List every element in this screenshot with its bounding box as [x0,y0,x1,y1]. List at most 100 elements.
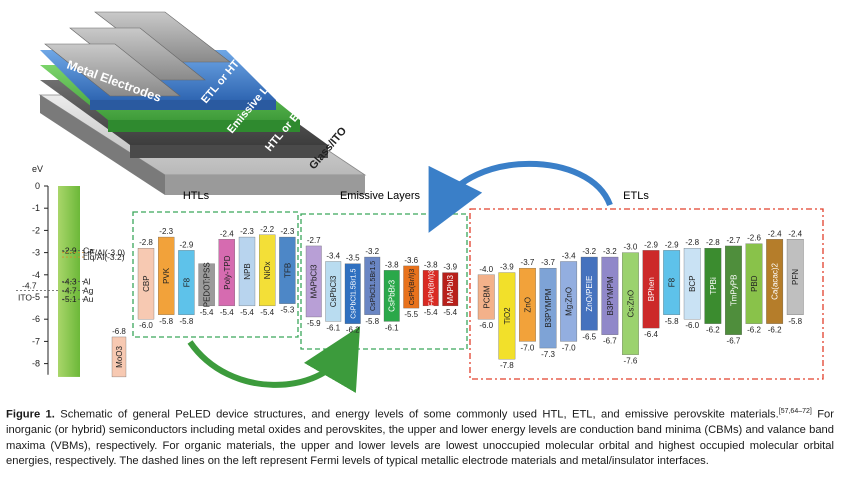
bar-upper-label: -3.2 [582,247,596,256]
energy-bar-etl [498,272,516,360]
energy-bar-emissive [344,263,361,324]
bar-lower-label: -7.6 [624,357,638,366]
bar-upper-label: -3.2 [603,247,617,256]
energy-bar-htl [158,236,175,315]
bar-material-label: CsPbCl3 [329,275,338,307]
bar-lower-label: -7.3 [541,350,555,359]
bar-material-label: CsPb(Br/I)3 [409,269,416,306]
metal-value-label: -2.9 [62,245,77,255]
bar-upper-label: -2.3 [240,227,254,236]
bar-upper-label: -3.6 [404,256,418,265]
energy-bar-emissive [442,272,459,307]
caption-refs: [57,64–72] [778,408,812,415]
bar-upper-label: -2.2 [260,225,274,234]
bar-material-label: MAPbCl3 [310,264,319,298]
energy-bar-htl [178,250,195,315]
metal-value-label: -4.7 [62,285,77,295]
bar-lower-label: -5.3 [281,306,295,315]
htl-group-title: HTLs [183,190,210,202]
arrow-htl-to-emissive [187,326,361,394]
axis-tick-label: -7 [32,336,40,346]
energy-bars: -6.8MoO3-2.8-6.0CBP-2.3-5.8PVK-2.9-5.8F8… [111,225,804,378]
bar-lower-label: -6.2 [706,326,720,335]
bar-upper-label: -2.8 [139,238,153,247]
axis-unit-label: eV [32,164,43,174]
metal-name-label: Ca [83,245,94,255]
bar-material-label: CsPbCl1.5Br1.5 [370,261,377,311]
energy-bar-etl [560,261,578,342]
caption-title: Schematic of general PeLED device struct… [60,408,779,421]
bar-upper-label: -3.7 [521,258,535,267]
caption-body: For inorganic (or hybrid) semiconductors… [6,408,834,467]
bar-material-label: Cs:ZnO [626,290,635,318]
bar-material-label: TFB [283,263,292,278]
bar-material-label: PBD [750,275,759,292]
bar-upper-label: -2.9 [644,240,658,249]
bar-upper-label: -3.8 [385,260,399,269]
bar-lower-label: -6.0 [685,321,699,330]
bar-lower-label: -6.0 [139,321,153,330]
bar-material-label: FAPb(Br/I)3 [429,270,436,307]
energy-bar-emissive [364,256,381,315]
bar-material-label: F8 [668,277,677,287]
ito-value-label: -4.7 [22,280,37,290]
figure-caption-box: Figure 1. Schematic of general PeLED dev… [0,400,842,487]
bar-material-label: CsPbBr3 [388,279,397,312]
energy-bar-etl [519,267,536,342]
axis-tick-label: -3 [32,248,40,258]
bar-lower-label: -6.1 [326,323,340,332]
bar-lower-label: -5.4 [200,308,214,317]
energy-bar-etl [683,248,701,320]
metal-name-label: LiF/Al(-3.0) [83,248,125,258]
bar-upper-label: -2.7 [307,236,321,245]
bar-upper-label: -2.8 [685,238,699,247]
bar-upper-label: -3.5 [346,254,360,263]
bar-lower-label: -5.8 [788,317,802,326]
layer-metal-electrode-3 [44,43,181,97]
bar-lower-label: -6.4 [644,330,658,339]
bar-upper-label: -3.4 [326,251,340,260]
bar-lower-label: -7.0 [562,343,576,352]
ito-column [58,186,80,377]
bar-upper-label: -3.9 [500,263,514,272]
energy-bar-etl [663,250,681,315]
htl-group-box [132,211,299,338]
energy-level-figure: Metal Electrodes ETL or HTL Emissive Lay… [16,11,824,394]
bar-material-label: MAPbI3 [446,274,455,303]
metal-name-label: Ag [83,285,94,295]
axis-tick-label: -1 [32,203,40,213]
energy-bar-etl [477,274,495,320]
bar-material-label: CsPbCl1.5Br1.5 [351,268,358,318]
bar-material-label: TmPyPB [729,275,738,307]
bar-material-label: B3PYMPM [544,288,553,327]
bar-material-label: ZnO [523,297,532,313]
bar-upper-label: -3.0 [624,243,638,252]
bar-material-label: NPB [243,263,252,279]
bar-upper-label: -2.8 [706,238,720,247]
bar-upper-label: -2.6 [747,234,761,243]
energy-bar-etl [642,250,660,329]
energy-bar-etl [704,248,722,324]
bar-lower-label: -6.2 [768,326,782,335]
bar-upper-label: -2.9 [180,240,194,249]
bar-material-label: PVK [162,267,171,284]
axis-tick-label: -5 [32,292,40,302]
bar-upper-label: -2.3 [281,227,295,236]
bar-lower-label: -7.8 [500,361,514,370]
bar-lower-label: -5.4 [260,308,274,317]
bar-lower-label: -6.2 [346,326,360,335]
bar-lower-label: -5.9 [307,319,321,328]
bar-lower-label: -6.2 [747,326,761,335]
bar-upper-label: -4.0 [479,265,493,274]
energy-bar-emissive [325,261,342,322]
bar-material-label: PFN [791,269,800,285]
bar-material-label: Ca(acac)2 [771,262,780,299]
energy-bar-etl [601,256,619,335]
bar-material-label: CBP [142,275,151,291]
axis-tick-label: -4 [32,270,40,280]
energy-bar-etl [745,243,763,324]
bar-upper-label: -3.7 [541,258,555,267]
energy-bar-emissive [383,270,400,322]
axis-tick-label: 0 [35,181,40,191]
